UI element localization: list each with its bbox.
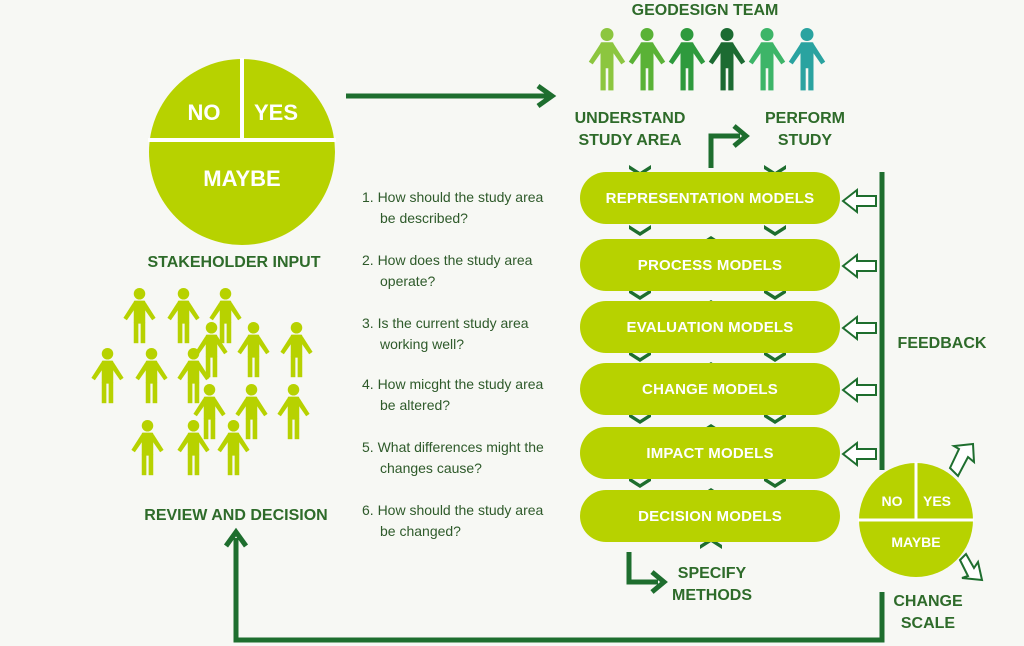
chevron-down-icon	[764, 413, 786, 424]
stakeholder-person-icon	[277, 384, 310, 440]
small-pie-yes-label: YES	[922, 493, 951, 509]
question-3-line-2: working well?	[380, 336, 465, 352]
question-4-line-2: be altered?	[380, 397, 451, 413]
question-1-line-2: be described?	[380, 210, 468, 226]
chevron-down-icon	[629, 413, 651, 424]
decision-pie-large	[148, 58, 336, 245]
team-member-icon	[708, 28, 746, 91]
change-scale-line-1: CHANGE	[893, 593, 963, 610]
decision-models-box: DECISION MODELS	[580, 490, 840, 542]
stakeholder-person-icon	[131, 420, 164, 476]
change-models-box: CHANGE MODELS	[580, 363, 840, 415]
chevron-down-icon	[764, 477, 786, 488]
evaluation-models-box: EVALUATION MODELS	[580, 301, 840, 353]
team-member-icon	[628, 28, 666, 91]
chevron-down-icon	[629, 477, 651, 488]
stakeholder-person-icon	[217, 420, 250, 476]
chevron-down-icon	[764, 225, 786, 236]
question-1-line-1: 1. How should the study area	[362, 189, 544, 205]
question-1: 1. How should the study area be describe…	[362, 187, 577, 229]
stakeholder-person-icon	[235, 384, 268, 440]
specify-methods-label: SPECIFY METHODS	[662, 563, 762, 607]
representation-models-box: REPRESENTATION MODELS	[580, 172, 840, 224]
process-models-box: PROCESS MODELS	[580, 239, 840, 291]
impact-models-box: IMPACT MODELS	[580, 427, 840, 479]
stakeholder-person-icon	[177, 420, 210, 476]
question-6-line-1: 6. How should the study area	[362, 502, 544, 518]
stakeholder-person-icon	[91, 348, 124, 404]
question-4-line-1: 4. How micght the study area	[362, 376, 544, 392]
stakeholder-person-icon	[123, 288, 156, 344]
stakeholder-person-icon	[209, 288, 242, 344]
geodesign-team-label: GEODESIGN TEAM	[631, 2, 779, 19]
question-2-line-2: operate?	[380, 273, 436, 289]
perform-line-2: STUDY	[777, 132, 833, 149]
chevron-down-icon	[629, 351, 651, 362]
decision-pie-small	[858, 462, 974, 577]
stakeholder-person-icon	[237, 322, 270, 378]
question-2-line-1: 2. How does the study area	[362, 252, 533, 268]
pie-maybe-label: MAYBE	[203, 166, 281, 191]
stakeholder-person-icon	[177, 348, 210, 404]
team-member-icon	[788, 28, 826, 91]
specify-line-2: METHODS	[672, 587, 752, 604]
specify-line-1: SPECIFY	[677, 565, 747, 582]
question-5-line-2: changes cause?	[380, 460, 482, 476]
change-scale-label: CHANGE SCALE	[878, 591, 978, 635]
review-and-decision-label: REVIEW AND DECISION	[144, 507, 328, 524]
team-member-icon	[748, 28, 786, 91]
chevron-down-icon	[629, 225, 651, 236]
understand-line-2: STUDY AREA	[578, 132, 682, 149]
feedback-label: FEEDBACK	[897, 335, 987, 352]
perform-study-label: PERFORM STUDY	[750, 108, 860, 152]
question-2: 2. How does the study area operate?	[362, 250, 577, 292]
stakeholder-crowd-icon	[91, 288, 313, 476]
team-member-icon	[588, 28, 626, 91]
stakeholder-person-icon	[193, 384, 226, 440]
perform-line-1: PERFORM	[765, 110, 845, 127]
geodesign-team-icon	[588, 28, 826, 91]
stakeholder-person-icon	[195, 322, 228, 378]
question-3-line-1: 3. Is the current study area	[362, 315, 529, 331]
question-6-line-2: be changed?	[380, 523, 461, 539]
change-scale-line-2: SCALE	[900, 615, 956, 632]
chevron-down-icon	[764, 289, 786, 300]
question-5-line-1: 5. What differences might the	[362, 439, 544, 455]
question-4: 4. How micght the study area be altered?	[362, 374, 577, 416]
stakeholder-person-icon	[280, 322, 313, 378]
team-member-icon	[668, 28, 706, 91]
stakeholder-input-label: STAKEHOLDER INPUT	[147, 254, 321, 271]
question-3: 3. Is the current study area working wel…	[362, 313, 577, 355]
understand-line-1: UNDERSTAND	[574, 110, 686, 127]
chevron-down-icon	[764, 351, 786, 362]
pie-no-label: NO	[187, 100, 221, 125]
pie-yes-label: YES	[253, 100, 299, 125]
small-pie-maybe-label: MAYBE	[891, 534, 941, 550]
stakeholder-person-icon	[167, 288, 200, 344]
question-5: 5. What differences might the changes ca…	[362, 437, 577, 479]
understand-study-area-label: UNDERSTAND STUDY AREA	[560, 108, 700, 152]
question-6: 6. How should the study area be changed?	[362, 500, 577, 542]
stakeholder-person-icon	[135, 348, 168, 404]
small-pie-no-label: NO	[881, 493, 903, 509]
chevron-down-icon	[629, 289, 651, 300]
